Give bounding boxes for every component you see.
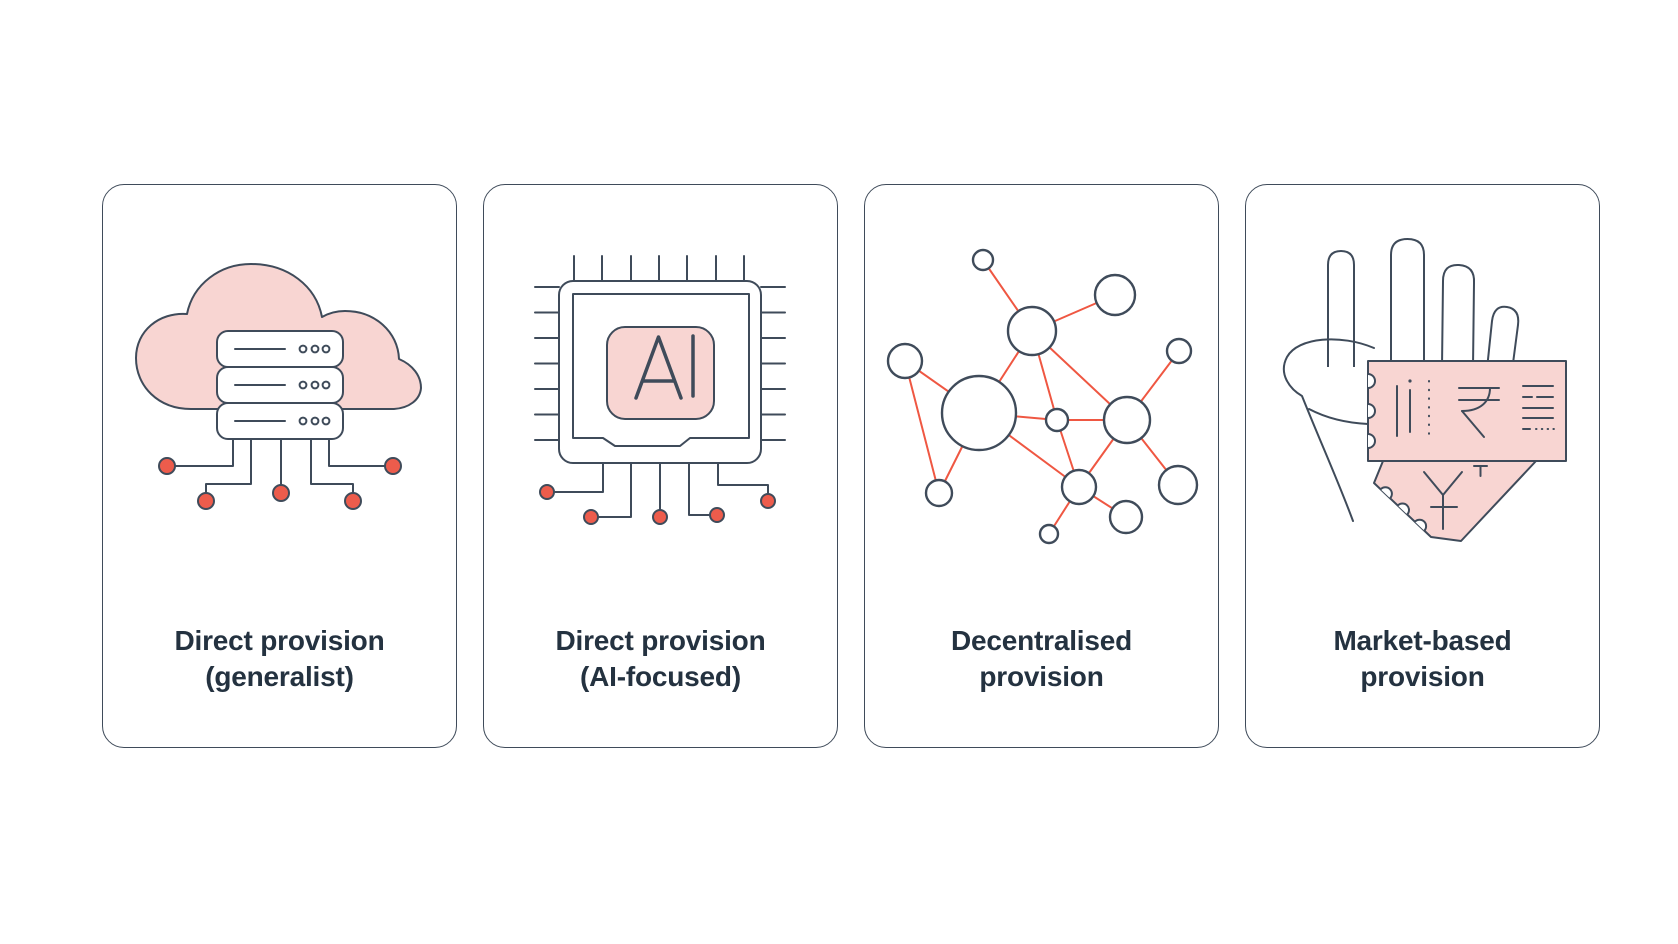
chip-connectors	[554, 462, 769, 518]
card-decentralised-provision: Decentralised provision	[864, 184, 1219, 748]
network-node	[1060, 468, 1098, 506]
network-node	[1157, 464, 1199, 506]
card-market-based-provision: Market-based provision	[1245, 184, 1600, 748]
card-title: Decentralised provision	[950, 625, 1133, 692]
connector-dots	[539, 484, 776, 525]
cards-row: Direct provision (generalist)	[102, 184, 1600, 748]
network-node	[1006, 305, 1058, 357]
hand-vouchers-icon	[1282, 238, 1567, 542]
chip-pins-right	[760, 286, 786, 441]
chip-pins-left	[534, 286, 560, 441]
network-node	[1044, 407, 1070, 433]
network-node	[886, 342, 924, 380]
card-direct-provision-generalist: Direct provision (generalist)	[102, 184, 457, 748]
chip-core	[606, 326, 715, 420]
index-finger	[1327, 250, 1355, 367]
server-rack	[216, 330, 344, 368]
network-node	[1108, 499, 1144, 535]
network-node	[940, 374, 1018, 452]
server-rack	[216, 366, 344, 404]
connector-dots	[158, 457, 402, 510]
network-node	[1093, 273, 1137, 317]
middle-finger	[1390, 238, 1425, 367]
voucher-bars	[1396, 379, 1412, 437]
network-node	[1102, 395, 1152, 445]
cloud-servers-icon	[135, 263, 422, 510]
card-title: Direct provision (generalist)	[174, 625, 385, 692]
ai-label	[634, 334, 695, 400]
rupee-symbol	[1458, 387, 1500, 438]
voucher-tick-mark	[1473, 465, 1488, 477]
ai-chip-icon	[534, 255, 786, 525]
network-node	[1165, 337, 1193, 365]
rupee-voucher	[1367, 360, 1567, 462]
network-nodes	[886, 248, 1199, 545]
server-connectors	[174, 438, 386, 494]
yen-voucher	[1373, 460, 1537, 542]
ring-finger	[1441, 263, 1476, 368]
network-node	[1038, 523, 1060, 545]
server-stack	[216, 330, 344, 440]
chip-pins-top	[573, 255, 745, 282]
card-title: Direct provision (AI-focused)	[555, 625, 766, 692]
network-edges	[904, 259, 1180, 535]
network-node	[924, 478, 954, 508]
voucher-text-lines	[1522, 385, 1555, 430]
card-direct-provision-ai-focused: Direct provision (AI-focused)	[483, 184, 838, 748]
network-nodes-icon	[886, 248, 1199, 545]
chip-die	[572, 293, 750, 447]
server-rack	[216, 402, 344, 440]
thumb-and-palm	[1282, 338, 1375, 522]
network-node	[971, 248, 995, 272]
little-finger	[1486, 305, 1520, 372]
hand-shape	[1282, 238, 1520, 522]
yen-symbol	[1423, 471, 1463, 530]
card-title: Market-based provision	[1333, 625, 1512, 692]
thumb-web	[1308, 408, 1369, 425]
